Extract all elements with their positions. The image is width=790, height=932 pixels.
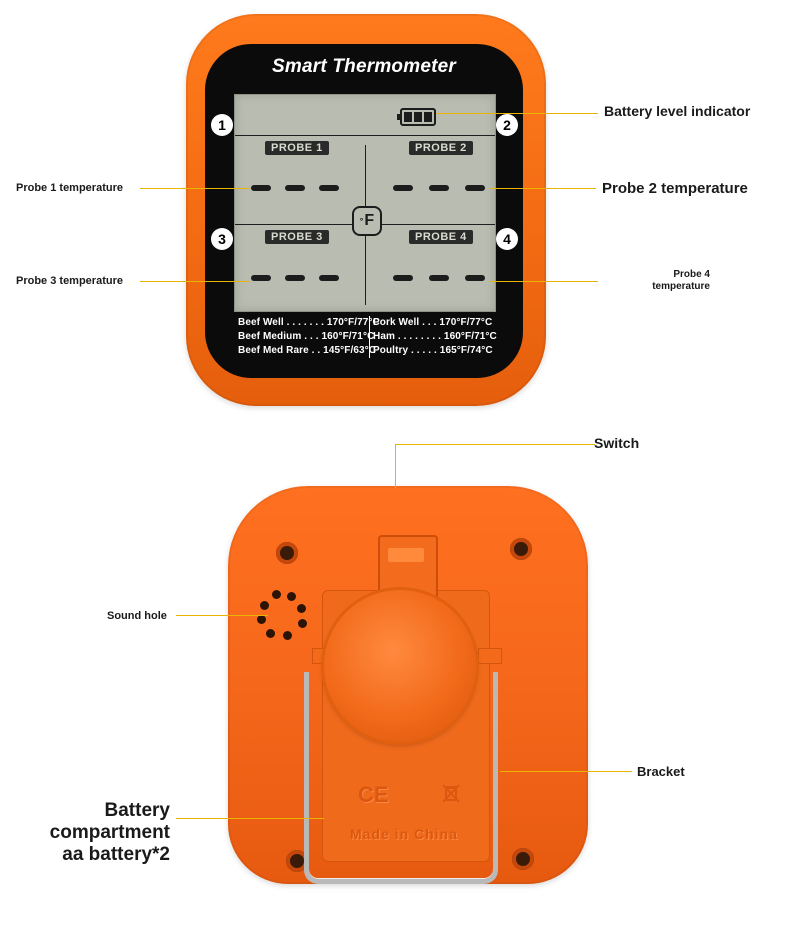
ref-beef-medium: Beef Medium . . . 160°F/71°C <box>238 331 375 342</box>
probe-1-digit <box>251 185 271 191</box>
probe-1-number-badge: 1 <box>211 114 233 136</box>
cover-latch-grip <box>388 548 424 562</box>
screw-hole <box>510 538 532 560</box>
battery-callout-line <box>436 113 598 114</box>
ref-beef-well: Beef Well . . . . . . . 170°F/77°C <box>238 317 380 328</box>
sound-hole-callout-line <box>176 615 268 616</box>
ce-mark: CE <box>358 782 389 807</box>
probe-2-digit <box>393 185 413 191</box>
battery-compartment-callout-line <box>176 818 324 819</box>
made-in-label: Made in China <box>350 826 458 842</box>
probe2-callout-line <box>490 188 596 189</box>
brand-title: Smart Thermometer <box>272 56 456 77</box>
battery-compartment-callout: Battery compartment aa battery*2 <box>20 800 170 866</box>
bracket-callout-line <box>500 771 632 772</box>
ref-poultry: Poultry . . . . . 165°F/74°C <box>373 345 493 356</box>
switch-callout-line <box>395 444 595 445</box>
probe-4-number-badge: 4 <box>496 228 518 250</box>
sound-hole-dot <box>287 592 296 601</box>
probe1-callout-line <box>140 188 250 189</box>
crossed-bin-icon <box>440 782 462 810</box>
switch-callout: Switch <box>594 435 640 451</box>
ref-ham: Ham . . . . . . . . 160°F/71°C <box>373 331 497 342</box>
probe-1-digit <box>285 185 305 191</box>
battery-compartment-line-1: Battery <box>104 800 170 821</box>
ref-pork-well: Pork Well . . . 170°F/77°C <box>373 317 493 328</box>
cap-ear-right <box>478 648 502 664</box>
screw-hole <box>512 848 534 870</box>
battery-level-icon <box>397 108 436 126</box>
battery-level-callout: Battery level indicator <box>604 103 751 119</box>
sound-hole-dot <box>257 615 266 624</box>
switch-cap[interactable] <box>324 590 476 742</box>
battery-compartment-line-2: compartment <box>49 822 170 843</box>
sound-hole-dot <box>297 604 306 613</box>
probe1-callout: Probe 1 temperature <box>16 182 123 194</box>
probe-4-digit <box>393 275 413 281</box>
sound-hole-dot <box>260 601 269 610</box>
probe3-callout: Probe 3 temperature <box>16 275 123 287</box>
screw-hole <box>276 542 298 564</box>
screw-hole <box>286 850 308 872</box>
bracket-callout: Bracket <box>637 764 685 779</box>
probe-3-tag: PROBE 3 <box>265 230 329 244</box>
probe-3-digit <box>251 275 271 281</box>
probe-2-tag: PROBE 2 <box>409 141 473 155</box>
lcd-divider-top <box>235 135 495 136</box>
probe-4-digit <box>429 275 449 281</box>
probe3-callout-line <box>140 281 250 282</box>
fahrenheit-unit-icon: °F <box>352 206 382 236</box>
probe-3-number-badge: 3 <box>211 228 233 250</box>
probe4-callout: Probe 4 temperature <box>652 269 710 292</box>
probe-1-tag: PROBE 1 <box>265 141 329 155</box>
battery-compartment-line-3: aa battery*2 <box>62 844 170 865</box>
wire-bracket[interactable] <box>304 672 498 884</box>
lcd-screen: PROBE 1 PROBE 2 PROBE 3 PROBE 4 <box>234 94 496 312</box>
battery-bar <box>404 112 412 122</box>
probe-4-tag: PROBE 4 <box>409 230 473 244</box>
switch-callout-line-vertical <box>395 444 396 488</box>
sound-hole-dot <box>298 619 307 628</box>
ref-beef-med-rare: Beef Med Rare . . 145°F/63°C <box>238 345 377 356</box>
probe-3-digit <box>319 275 339 281</box>
sound-hole-dot <box>283 631 292 640</box>
reference-divider <box>369 316 370 358</box>
probe-2-digit <box>465 185 485 191</box>
probe-2-number-badge: 2 <box>496 114 518 136</box>
sound-hole-callout: Sound hole <box>107 610 167 622</box>
probe-2-digit <box>429 185 449 191</box>
battery-bar <box>414 112 422 122</box>
battery-bar <box>424 112 432 122</box>
probe4-callout-line <box>490 281 598 282</box>
probe2-callout: Probe 2 temperature <box>602 180 748 197</box>
probe-3-digit <box>285 275 305 281</box>
sound-hole-dot <box>272 590 281 599</box>
probe-4-digit <box>465 275 485 281</box>
sound-hole-dot <box>266 629 275 638</box>
probe-1-digit <box>319 185 339 191</box>
